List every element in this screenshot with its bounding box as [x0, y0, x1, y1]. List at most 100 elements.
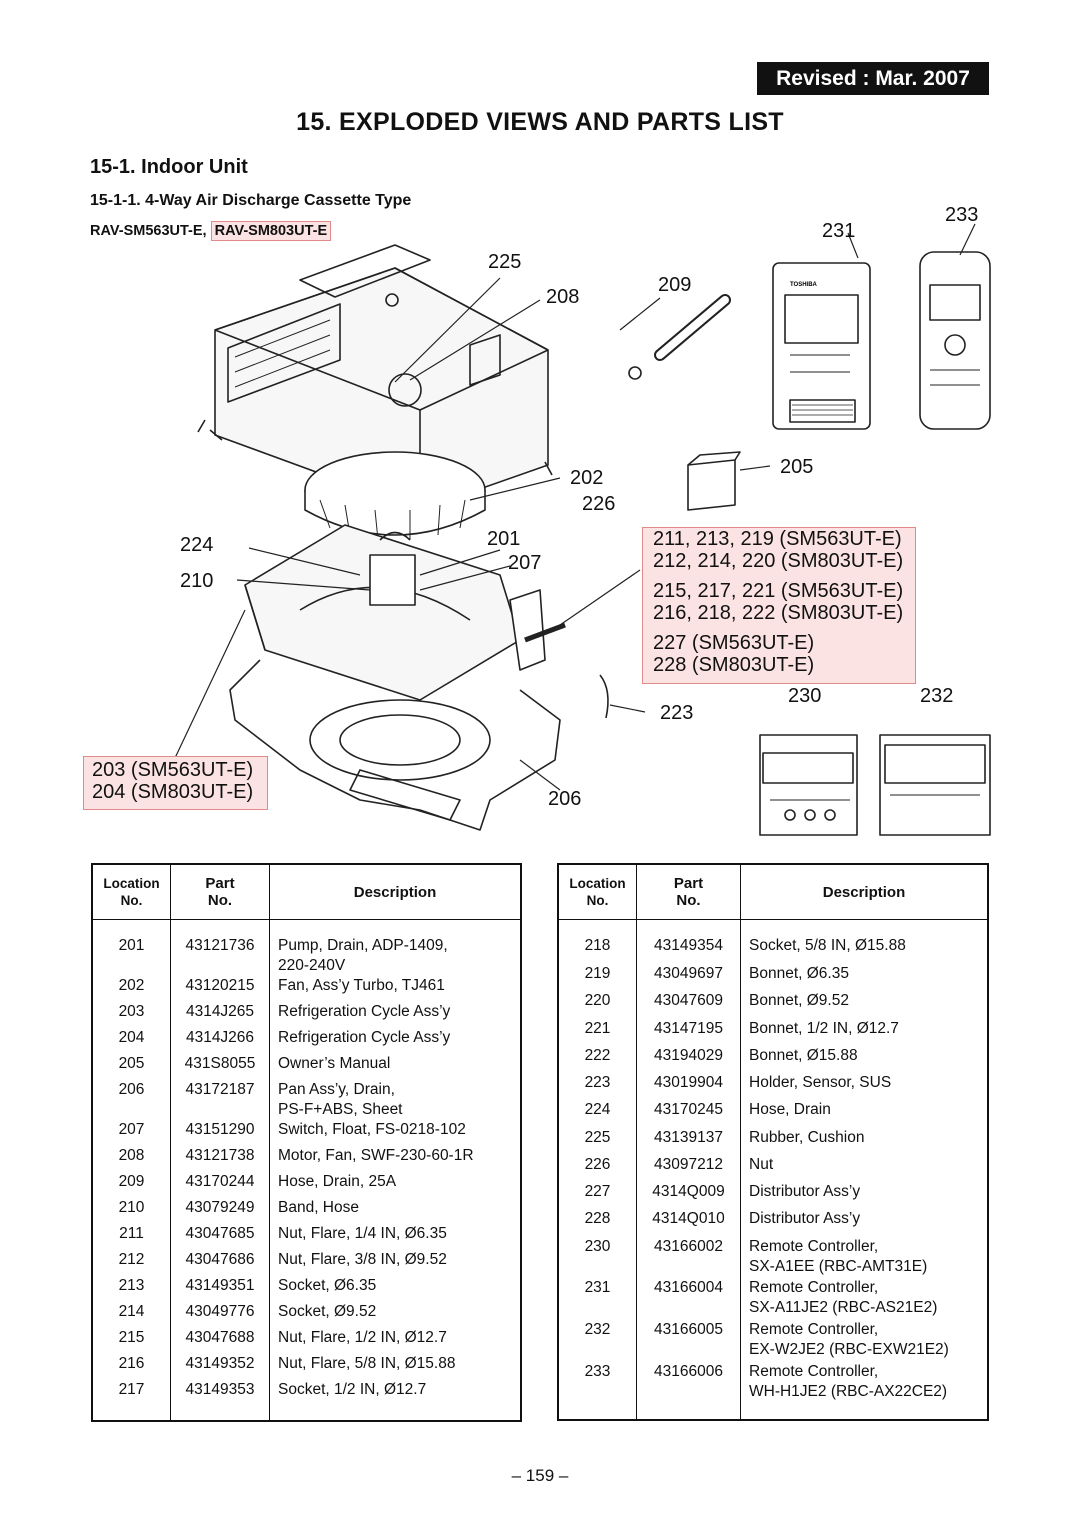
cell-part-no: 43170245	[636, 1100, 741, 1128]
cell-description: Band, Hose	[270, 1198, 522, 1224]
cell-part-no: 43170244	[170, 1172, 270, 1198]
cell-part-no: 43149353	[170, 1380, 270, 1421]
cell-description: Hose, Drain	[741, 1100, 989, 1127]
description-line: Owner’s Manual	[278, 1055, 391, 1072]
description-line: Nut, Flare, 1/4 IN, Ø6.35	[278, 1225, 447, 1242]
label-224: 224	[180, 534, 214, 556]
variant-line: 212, 214, 220 (SM803UT-E)	[653, 550, 904, 572]
cell-part-no: 43149352	[170, 1354, 270, 1380]
cell-description: Nut, Flare, 3/8 IN, Ø9.52	[270, 1250, 522, 1276]
cell-part-no: 43172187	[170, 1080, 270, 1120]
cell-part-no: 43166005	[636, 1320, 741, 1363]
cell-location: 225	[558, 1127, 637, 1155]
description-line: Hose, Drain, 25A	[278, 1173, 397, 1190]
cell-part-no: 4314Q009	[636, 1182, 741, 1210]
description-line: Bonnet, Ø9.52	[749, 992, 849, 1010]
revised-badge: Revised : Mar. 2007	[757, 62, 989, 95]
cell-location: 233	[558, 1362, 637, 1420]
header-part-1: Part	[673, 875, 704, 892]
cell-part-no: 43019904	[636, 1073, 741, 1101]
cell-location: 217	[92, 1380, 171, 1421]
cell-part-no: 43079249	[170, 1198, 270, 1224]
owners-manual	[687, 451, 741, 511]
cell-part-no: 43049776	[170, 1302, 270, 1328]
label-201: 201	[487, 528, 521, 550]
cell-part-no: 43149351	[170, 1276, 270, 1302]
description-line: Bonnet, Ø15.88	[749, 1046, 858, 1064]
label-223: 223	[660, 702, 694, 724]
header-location-1: Location	[103, 876, 160, 891]
header-part: Part No.	[170, 864, 270, 920]
header-description: Description	[740, 864, 988, 920]
variant-parts-box: 211, 213, 219 (SM563UT-E) 212, 214, 220 …	[642, 527, 916, 684]
remote-controller-230	[759, 734, 858, 836]
cell-description: Hose, Drain, 25A	[270, 1172, 522, 1198]
description-line: Hose, Drain	[749, 1101, 831, 1119]
header-location: Location No.	[92, 864, 171, 920]
description-line: 220-240V	[278, 957, 346, 974]
description-line: Pump, Drain, ADP-1409,	[278, 937, 448, 954]
cell-part-no: 43149354	[636, 919, 741, 965]
cell-description: Bonnet, Ø6.35	[741, 964, 989, 991]
cell-location: 207	[92, 1120, 171, 1146]
model-list: RAV-SM563UT-E, RAV-SM803UT-E	[90, 221, 332, 241]
header-location-1: Location	[569, 876, 626, 891]
cell-location: 213	[92, 1276, 171, 1302]
cell-description: Bonnet, Ø15.88	[741, 1046, 989, 1073]
description-line: Socket, 5/8 IN, Ø15.88	[749, 937, 906, 954]
cell-description: Motor, Fan, SWF-230-60-1R	[270, 1146, 522, 1172]
remote-brand-label: TOSHIBA	[790, 282, 818, 288]
description-line: Nut	[749, 1155, 774, 1173]
description-line: Refrigeration Cycle Ass’y	[278, 1003, 451, 1020]
cell-description: Socket, 5/8 IN, Ø15.88	[741, 920, 989, 965]
cell-description: Remote Controller,SX-A1EE (RBC-AMT31E)	[741, 1237, 989, 1279]
label-206: 206	[548, 788, 582, 810]
subsection-heading: 15-1-1. 4-Way Air Discharge Cassette Typ…	[90, 192, 412, 209]
turbo-fan	[304, 451, 486, 541]
distributor-pipes	[509, 589, 566, 671]
cell-description: Rubber, Cushion	[741, 1128, 989, 1155]
label-210: 210	[180, 570, 214, 592]
header-description: Description	[269, 864, 521, 920]
description-line: Motor, Fan, SWF-230-60-1R	[278, 1147, 474, 1164]
cell-description: Nut	[741, 1155, 989, 1182]
cell-location: 216	[92, 1354, 171, 1380]
cell-description: Socket, Ø9.52	[270, 1302, 522, 1328]
cell-location: 227	[558, 1182, 637, 1210]
description-line: SX-A1EE (RBC-AMT31E)	[749, 1257, 928, 1275]
description-line: SX-A11JE2 (RBC-AS21E2)	[749, 1299, 938, 1317]
cell-location: 209	[92, 1172, 171, 1198]
section-heading: 15-1. Indoor Unit	[90, 156, 248, 178]
description-line: Nut, Flare, 5/8 IN, Ø15.88	[278, 1355, 456, 1372]
description-line: Socket, 1/2 IN, Ø12.7	[278, 1381, 427, 1398]
variant-line: 204 (SM803UT-E)	[92, 781, 254, 803]
cell-part-no: 431S8055	[170, 1054, 270, 1080]
description-line: EX-W2JE2 (RBC-EXW21E2)	[749, 1341, 949, 1359]
cell-description: Nut, Flare, 5/8 IN, Ø15.88	[270, 1354, 522, 1380]
cell-part-no: 4314J266	[170, 1028, 270, 1054]
variant-line: 203 (SM563UT-E)	[92, 759, 254, 781]
remote-controller-232	[879, 734, 991, 836]
cell-location: 231	[558, 1278, 637, 1321]
model-highlighted: RAV-SM803UT-E	[210, 221, 332, 241]
sensor-holder	[599, 674, 609, 719]
cell-location: 218	[558, 919, 637, 965]
description-line: PS-F+ABS, Sheet	[278, 1101, 403, 1118]
